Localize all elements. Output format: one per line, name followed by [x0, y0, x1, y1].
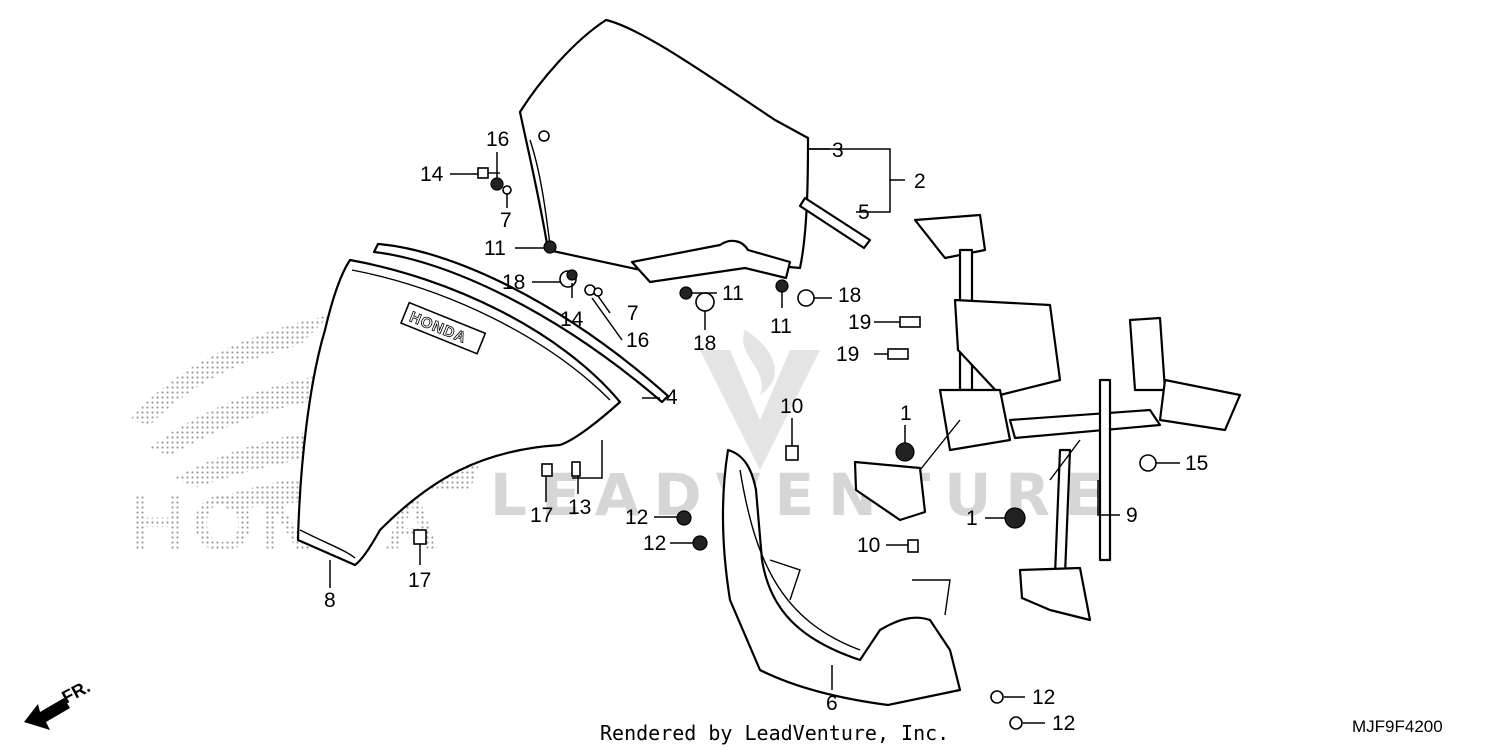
callout-18: 18 [693, 332, 716, 355]
callout-12: 12 [643, 532, 666, 555]
callout-17: 17 [408, 569, 431, 592]
callout-11: 11 [770, 315, 792, 338]
callout-12: 12 [1052, 712, 1075, 735]
callout-18: 18 [838, 284, 861, 307]
callout-7: 7 [500, 209, 512, 232]
callout-8: 8 [324, 589, 336, 612]
callout-3: 3 [832, 139, 844, 162]
callout-12: 12 [625, 506, 648, 529]
callout-5: 5 [858, 201, 870, 224]
callout-14: 14 [560, 308, 584, 331]
screen-bracket [630, 239, 792, 284]
trim-strip-part-5 [798, 196, 872, 250]
callout-2: 2 [914, 170, 926, 193]
callout-6: 6 [826, 692, 838, 715]
callout-1: 1 [966, 507, 978, 530]
callout-7: 7 [627, 302, 639, 325]
windscreen-part-3 [518, 18, 810, 274]
callout-13: 13 [568, 496, 591, 519]
callout-19: 19 [848, 311, 871, 334]
callout-9: 9 [1126, 504, 1138, 527]
side-cowl-part-8: HONDA [296, 258, 622, 567]
callout-labels: 3 2 5 16 14 7 11 18 14 7 16 11 18 11 18 … [324, 128, 1208, 735]
callout-17: 17 [530, 504, 553, 527]
callout-11: 11 [484, 237, 506, 260]
callout-1: 1 [900, 402, 912, 425]
inner-cover-part-6 [721, 448, 962, 707]
callout-19: 19 [836, 343, 859, 366]
credit-text: Rendered by LeadVenture, Inc. [600, 721, 949, 745]
upper-trim-part-4 [372, 242, 670, 404]
leader-lines [329, 148, 1180, 724]
callout-12: 12 [1032, 686, 1055, 709]
callout-4: 4 [666, 386, 678, 409]
front-direction-indicator: FR. [24, 676, 93, 730]
diagram-code: MJF9F4200 [1352, 717, 1443, 736]
callout-10: 10 [780, 395, 803, 418]
callout-16: 16 [486, 128, 509, 151]
callout-16: 16 [626, 329, 649, 352]
callout-18: 18 [502, 271, 525, 294]
callout-10: 10 [857, 534, 880, 557]
frame-stay-part-9 [853, 213, 1242, 622]
callout-14: 14 [420, 163, 444, 186]
front-arrow-icon [24, 698, 70, 730]
watermark: LEADVENTURE [490, 330, 1104, 529]
callout-15: 15 [1185, 452, 1208, 475]
callout-11: 11 [722, 282, 744, 305]
